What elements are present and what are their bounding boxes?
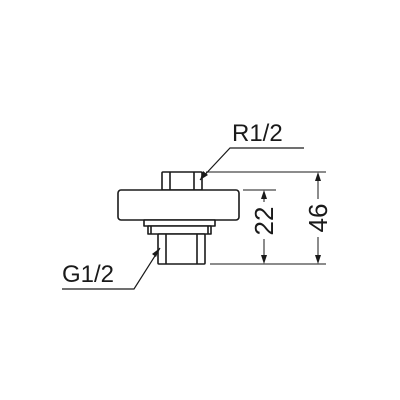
washer — [143, 219, 216, 235]
bottom-thread-leader — [62, 247, 161, 290]
dimension-22: 22 — [249, 190, 279, 264]
dimension-46: 46 — [303, 172, 333, 264]
leaders — [62, 147, 304, 290]
top-hex-nut — [161, 171, 203, 191]
top-thread-leader — [199, 147, 304, 181]
top-leader-arrow — [200, 171, 208, 180]
extension-lines — [206, 171, 326, 265]
bottom-threaded-stem — [157, 233, 206, 265]
flange — [117, 189, 240, 221]
bottom-thread-callout: G1/2 — [62, 261, 114, 288]
inner-height-label: 22 — [249, 207, 279, 236]
fitting-part — [117, 171, 240, 265]
top-thread-callout: R1/2 — [232, 120, 283, 147]
bottom-leader-arrow — [152, 248, 160, 257]
overall-height-label: 46 — [303, 204, 333, 233]
